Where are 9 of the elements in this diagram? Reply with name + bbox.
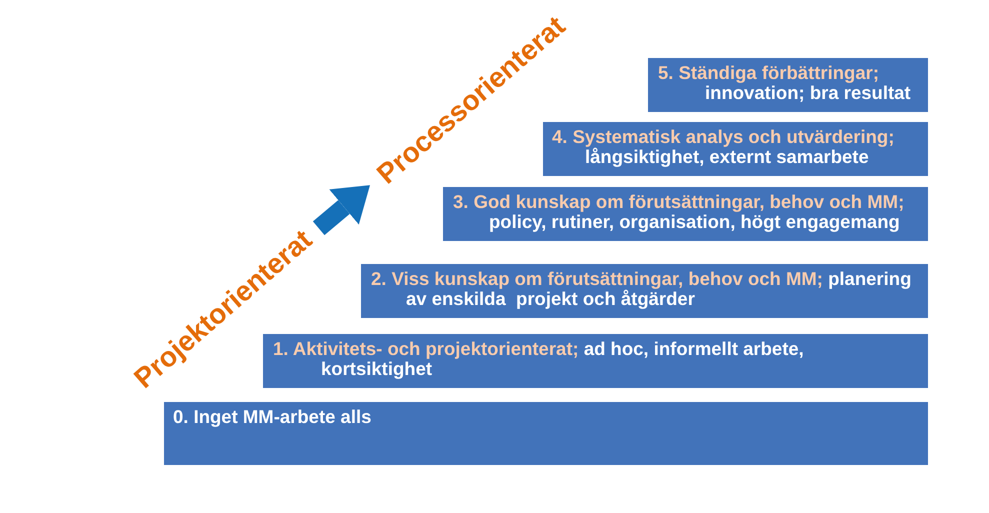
level-text: 3. God kunskap om förutsättningar, behov och MM; policy, rutiner, organisation, högt engagemang [453,192,906,232]
arrow [312,185,370,236]
level-text: 0. Inget MM-arbete alls [173,407,372,427]
level-box [361,264,928,318]
level-text: 2. Viss kunskap om förutsättningar, behov och MM; planering av enskilda projekt och åtgärder [371,269,912,309]
level-text: 5. Ständiga förbättringar; innovation; bra resultat [658,63,912,103]
level-box [648,58,928,112]
level-box [164,402,928,465]
level-box [443,187,928,241]
